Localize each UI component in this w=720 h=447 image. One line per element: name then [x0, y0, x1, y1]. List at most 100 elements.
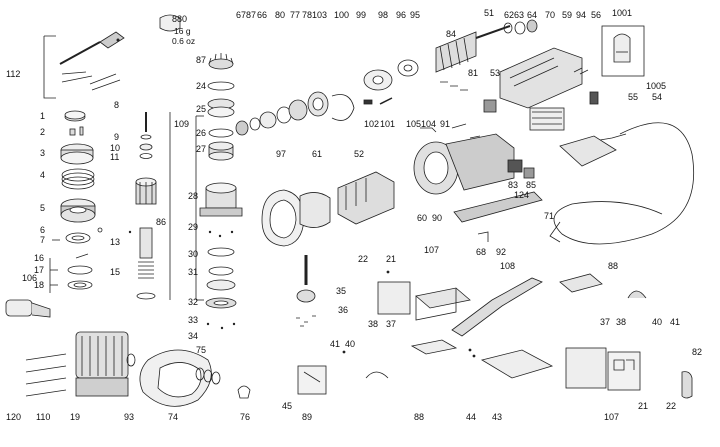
part-label-31: 31 — [188, 267, 199, 277]
part-label-89: 89 — [302, 412, 313, 422]
part-label-17: 17 — [34, 265, 45, 275]
part-label-120: 120 — [6, 412, 22, 422]
part-label-70: 70 — [545, 10, 556, 20]
part-label-3: 3 — [40, 148, 46, 158]
part-label-8: 8 — [114, 100, 120, 110]
part-label-87b: 87 — [246, 10, 257, 20]
part-label-27: 27 — [196, 144, 207, 154]
part-label-41b: 41 — [330, 339, 341, 349]
part-label-7: 7 — [40, 235, 46, 245]
weight-ounces: 0.6 oz — [172, 36, 196, 46]
part-label-75: 75 — [196, 345, 207, 355]
part-label-38: 38 — [616, 317, 627, 327]
part-label-54: 54 — [652, 92, 663, 102]
part-label-44: 44 — [466, 412, 477, 422]
part-label-64: 64 — [527, 10, 538, 20]
part-label-32: 32 — [188, 297, 199, 307]
part-label-45: 45 — [282, 401, 293, 411]
part-label-102: 102 — [364, 119, 380, 129]
part-label-124: 124 — [514, 190, 530, 200]
part-label-51: 51 — [484, 8, 495, 18]
part-label-96: 96 — [396, 10, 407, 20]
part-label-88: 88 — [608, 261, 619, 271]
part-label-98: 98 — [378, 10, 389, 20]
part-label-52: 52 — [354, 149, 365, 159]
part-label-66: 66 — [257, 10, 268, 20]
part-label-109: 109 — [174, 119, 190, 129]
part-label-107b: 107 — [604, 412, 620, 422]
part-label-2: 2 — [40, 127, 46, 137]
part-label-5: 5 — [40, 203, 46, 213]
part-label-95: 95 — [410, 10, 421, 20]
part-label-87: 87 — [196, 55, 207, 65]
part-label-68: 68 — [476, 247, 487, 257]
part-label-77: 77 — [290, 10, 301, 20]
part-label-1: 1 — [40, 111, 46, 121]
part-label-94: 94 — [576, 10, 587, 20]
part-label-82: 82 — [692, 347, 703, 357]
part-label-28: 28 — [188, 191, 199, 201]
part-label-53: 53 — [490, 68, 501, 78]
part-label-108: 108 — [500, 261, 516, 271]
part-label-880: 880 — [172, 14, 188, 24]
part-label-80: 80 — [275, 10, 286, 20]
part-label-11: 11 — [110, 152, 120, 162]
part-label-56: 56 — [591, 10, 602, 20]
part-label-35: 35 — [336, 286, 347, 296]
part-label-16: 16 — [34, 253, 45, 263]
part-label-104: 104 — [421, 119, 437, 129]
part-label-84: 84 — [446, 29, 457, 39]
part-label-26: 26 — [196, 128, 207, 138]
part-label-21b: 21 — [638, 401, 649, 411]
part-label-83: 83 — [508, 180, 519, 190]
part-label-37b: 37 — [386, 319, 397, 329]
part-label-55: 55 — [628, 92, 639, 102]
part-label-22: 22 — [358, 254, 369, 264]
part-label-91: 91 — [440, 119, 451, 129]
part-label-59: 59 — [562, 10, 573, 20]
part-label-15: 15 — [110, 267, 121, 277]
part-label-18: 18 — [34, 280, 45, 290]
part-label-19: 19 — [70, 412, 81, 422]
part-label-4: 4 — [40, 170, 46, 180]
part-label-63: 63 — [514, 10, 525, 20]
part-label-90: 90 — [432, 213, 443, 223]
part-label-60: 60 — [417, 213, 428, 223]
weight-grams: 16 g — [174, 26, 191, 36]
part-label-38b: 38 — [368, 319, 379, 329]
part-label-37: 37 — [600, 317, 611, 327]
part-label-105: 105 — [406, 119, 422, 129]
part-label-81: 81 — [468, 68, 479, 78]
part-label-36: 36 — [338, 305, 349, 315]
part-label-9: 9 — [114, 132, 120, 142]
part-label-41: 41 — [670, 317, 681, 327]
part-label-29: 29 — [188, 222, 199, 232]
part-label-71: 71 — [544, 211, 555, 221]
part-label-1005: 1005 — [646, 81, 667, 91]
part-label-1001: 1001 — [612, 8, 633, 18]
part-label-25: 25 — [196, 104, 207, 114]
part-label-101: 101 — [380, 119, 396, 129]
part-label-92: 92 — [496, 247, 507, 257]
part-label-99: 99 — [356, 10, 367, 20]
part-label-106: 106 — [22, 273, 38, 283]
part-label-85: 85 — [526, 180, 537, 190]
part-label-78: 78 — [302, 10, 313, 20]
part-label-22b: 22 — [666, 401, 677, 411]
part-label-107: 107 — [424, 245, 440, 255]
part-label-67: 67 — [236, 10, 247, 20]
part-label-97: 97 — [276, 149, 287, 159]
part-label-76: 76 — [240, 412, 251, 422]
part-label-112: 112 — [6, 69, 21, 79]
part-label-6: 6 — [40, 225, 46, 235]
part-label-62: 62 — [504, 10, 515, 20]
part-label-110: 110 — [36, 412, 51, 422]
part-label-61: 61 — [312, 149, 323, 159]
part-label-34: 34 — [188, 331, 199, 341]
part-label-13: 13 — [110, 237, 121, 247]
part-label-33: 33 — [188, 315, 199, 325]
part-label-10: 10 — [110, 143, 121, 153]
part-label-86: 86 — [156, 217, 167, 227]
